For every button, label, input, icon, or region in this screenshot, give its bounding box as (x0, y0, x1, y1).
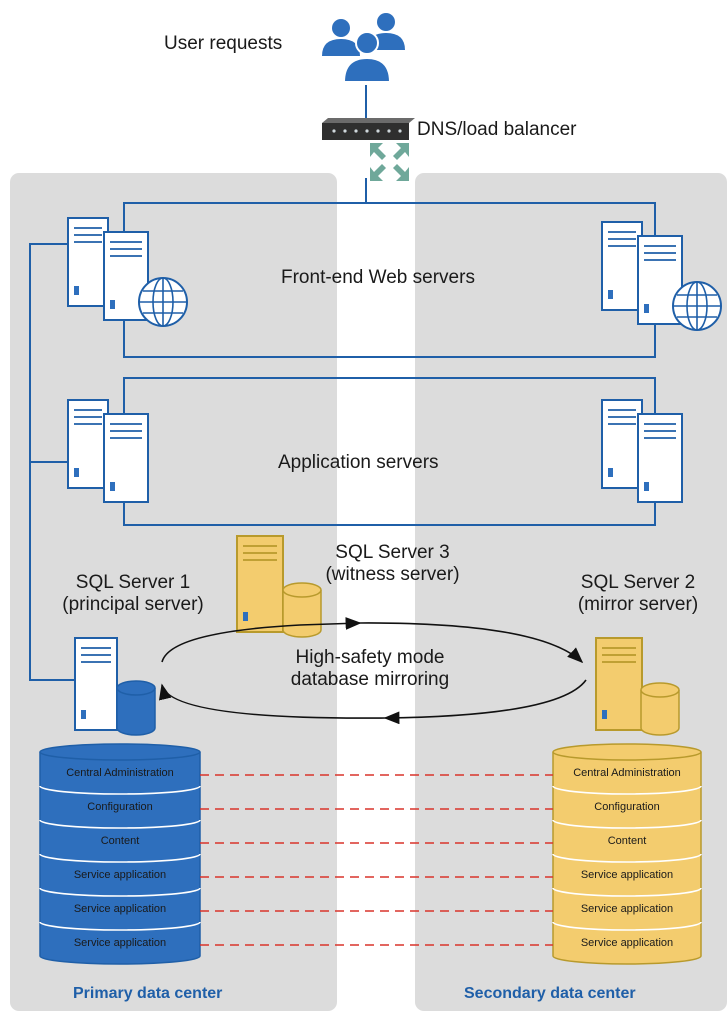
dns-label: DNS/load balancer (417, 119, 577, 140)
front-end-server-left (67, 217, 188, 327)
db-segment-label: Central Administration (66, 767, 174, 779)
mirroring-label: High-safety mode database mirroring (255, 647, 485, 691)
sql3-label: SQL Server 3 (witness server) (300, 542, 485, 586)
primary-data-center-label: Primary data center (73, 985, 223, 1002)
user-requests-label: User requests (164, 33, 283, 54)
db-segment-label: Configuration (594, 801, 659, 813)
secondary-data-center-label: Secondary data center (464, 985, 636, 1002)
db-segment-label: Service application (74, 903, 166, 915)
mirroring-arrows (159, 617, 587, 725)
secondary-database-stack: Central AdministrationConfigurationConte… (552, 743, 702, 965)
globe-icon (138, 277, 188, 327)
db-segment-label: Content (101, 835, 140, 847)
mirroring-line2: database mirroring (290, 668, 450, 690)
sql1-label: SQL Server 1 (principal server) (28, 572, 238, 616)
app-server-right (601, 399, 683, 503)
front-end-label: Front-end Web servers (281, 267, 475, 288)
sql2-name: SQL Server 2 (580, 572, 696, 593)
sql2-role: (mirror server) (577, 593, 699, 615)
sql2-label: SQL Server 2 (mirror server) (548, 572, 727, 616)
db-segment-label: Service application (581, 903, 673, 915)
db-segment-label: Content (608, 835, 647, 847)
db-segment-label: Service application (74, 937, 166, 949)
sql3-name: SQL Server 3 (335, 542, 450, 563)
sql3-role: (witness server) (325, 563, 460, 585)
router-icon (322, 118, 415, 140)
sql-server-1-icon (74, 637, 156, 736)
db-segment-label: Service application (74, 869, 166, 881)
db-segment-label: Service application (581, 937, 673, 949)
app-server-left (67, 399, 149, 503)
db-segment-label: Central Administration (573, 767, 681, 779)
sql1-role: (principal server) (62, 593, 204, 615)
app-servers-label: Application servers (278, 452, 439, 473)
load-balancer-icon (370, 143, 409, 181)
front-end-server-right (601, 221, 722, 331)
db-segment-label: Configuration (87, 801, 152, 813)
sql-server-2-icon (595, 637, 680, 736)
sql1-name: SQL Server 1 (75, 572, 191, 593)
db-segment-label: Service application (581, 869, 673, 881)
mirroring-line1: High-safety mode (295, 647, 445, 668)
globe-icon (672, 281, 722, 331)
primary-database-stack: Central AdministrationConfigurationConte… (39, 743, 201, 965)
users-icon (322, 13, 405, 83)
